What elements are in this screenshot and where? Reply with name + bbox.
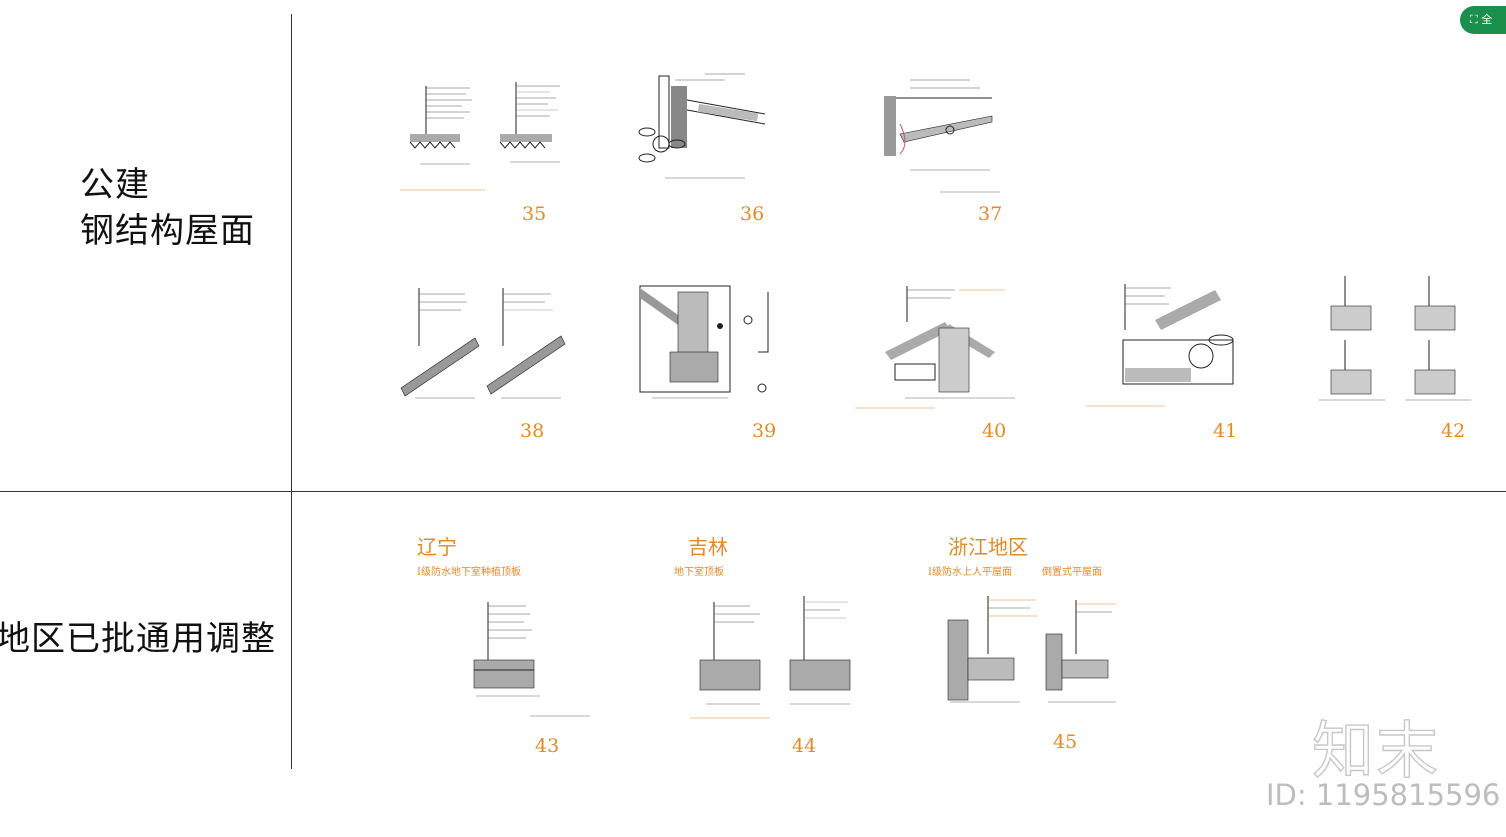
drawing-40[interactable] [855,282,1020,412]
category-line-2: 钢结构屋面 [80,211,255,251]
watermark-logo: 知末 [1311,713,1441,787]
detail-drawing-icon [1319,276,1471,401]
region-zhejiang: 浙江地区 [948,535,1028,559]
region-zhejiang-sub-2: 倒置式平屋面 [1042,567,1102,578]
drawing-39[interactable] [638,282,798,407]
drawing-36[interactable] [635,70,775,190]
detail-drawing-icon [1085,284,1234,407]
detail-drawing-icon [947,596,1116,703]
image-id: ID: 1195815596 [1266,778,1501,812]
vertical-divider [291,14,292,769]
detail-drawing-icon [400,82,560,191]
drawing-number-39: 39 [752,420,777,442]
drawing-43[interactable] [440,600,600,725]
drawing-number-35: 35 [522,203,547,225]
detail-drawing-icon [884,79,1000,193]
category-regional: 地区已批通用调整 [0,619,276,659]
drawing-number-43: 43 [535,735,560,757]
detail-drawing-icon [400,288,566,399]
horizontal-divider [0,491,1506,492]
drawing-number-38: 38 [520,420,545,442]
drawing-number-45: 45 [1053,731,1078,753]
drawing-number-40: 40 [982,420,1007,442]
category-line-1: 公建 [80,165,150,205]
drawing-38[interactable] [395,282,570,412]
region-liaoning-sub: I级防水地下室种植顶板 [417,567,521,578]
detail-drawing-icon [690,596,851,719]
category-steel-roof: 公建 钢结构屋面 [80,162,255,254]
detail-drawing-icon [473,602,590,717]
drawing-41[interactable] [1085,280,1250,410]
drawing-45[interactable] [940,594,1120,724]
region-jilin-sub: 地下室顶板 [674,567,724,578]
drawing-37[interactable] [880,74,1010,194]
region-liaoning: 辽宁 [417,535,457,559]
detail-drawing-icon [855,286,1015,409]
detail-drawing-icon [638,73,766,179]
drawing-35[interactable] [400,78,570,198]
drawing-number-44: 44 [792,735,817,757]
drawing-42[interactable] [1315,274,1475,409]
drawing-number-37: 37 [978,203,1003,225]
drawing-number-36: 36 [740,203,765,225]
drawing-44[interactable] [690,594,865,724]
expand-icon: ⛶ [1470,13,1482,26]
detail-drawing-icon [639,285,769,399]
fullscreen-badge[interactable]: ⛶ 全 [1460,6,1506,34]
drawing-number-42: 42 [1441,420,1466,442]
drawing-number-41: 41 [1213,420,1238,442]
region-zhejiang-sub-1: I级防水上人平屋面 [928,567,1012,578]
region-jilin: 吉林 [688,535,728,559]
